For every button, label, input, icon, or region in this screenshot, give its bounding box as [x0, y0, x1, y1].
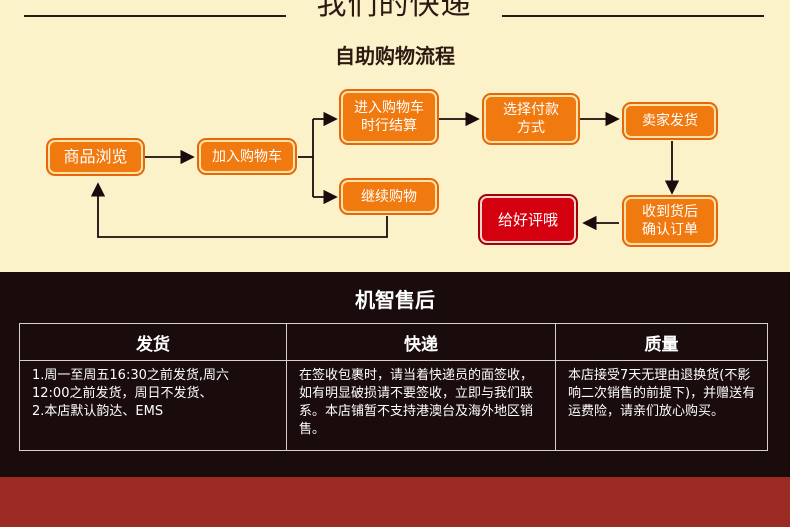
page-title: 我们的快递 — [316, 0, 472, 22]
step-browse: 商品浏览 — [48, 140, 143, 174]
arrow-continue-loop — [90, 182, 388, 238]
title-rule-left — [24, 15, 286, 17]
aftersale-section: 机智售后 发货 快递 质量 1.周一至周五16:30之前发货,周六 12:00之… — [0, 272, 790, 477]
step-add-cart: 加入购物车 — [199, 140, 295, 173]
step-payment: 选择付款方式 — [484, 95, 578, 143]
table-row: 1.周一至周五16:30之前发货,周六 12:00之前发货，周日不发货、 2.本… — [19, 360, 768, 451]
aftersale-title: 机智售后 — [355, 288, 435, 312]
col-express: 快递 — [286, 323, 556, 361]
step-review: 给好评哦 — [480, 196, 576, 243]
step-ship: 卖家发货 — [624, 104, 716, 138]
step-checkout: 进入购物车时行结算 — [341, 91, 437, 143]
step-receive: 收到货后确认订单 — [624, 197, 716, 245]
col-quality: 质量 — [555, 323, 768, 361]
shipping-cell: 1.周一至周五16:30之前发货,周六 12:00之前发货，周日不发货、 2.本… — [19, 360, 287, 451]
express-cell: 在签收包裹时，请当着快递员的面签收，如有明显破损请不要签收，立即与我们联系。本店… — [286, 360, 556, 451]
quality-cell: 本店接受7天无理由退换货(不影响二次销售的前提下)，并赠送有运费险，请亲们放心购… — [555, 360, 768, 451]
flow-arrows — [90, 111, 680, 238]
title-rule-right — [502, 15, 764, 17]
col-shipping: 发货 — [19, 323, 287, 361]
footer-band — [0, 477, 790, 527]
flow-section: 我们的快递 自助购物流程 商品浏览 加入购物车 进入购物车时行结算 选择付款方式 — [24, 0, 764, 245]
step-continue: 继续购物 — [341, 180, 437, 213]
aftersale-table: 发货 快递 质量 1.周一至周五16:30之前发货,周六 12:00之前发货，周… — [19, 323, 768, 451]
flow-title: 自助购物流程 — [335, 44, 455, 68]
table-header-row: 发货 快递 质量 — [19, 323, 768, 361]
